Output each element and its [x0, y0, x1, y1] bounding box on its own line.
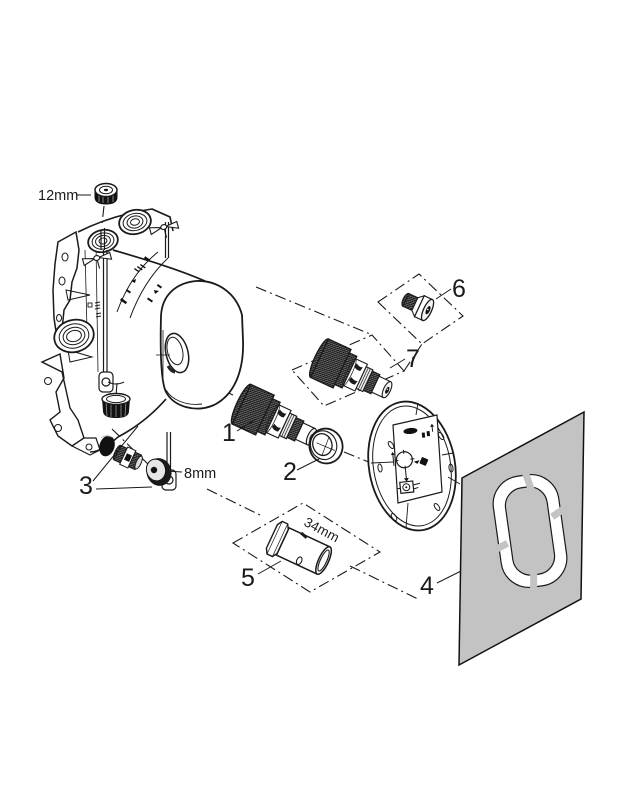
part6-plane	[377, 273, 464, 345]
gusset	[65, 289, 91, 301]
part6-screw	[401, 292, 435, 322]
gusset	[67, 349, 94, 363]
part2-ring	[308, 427, 344, 465]
ring-gaps	[490, 469, 569, 593]
leader-3a	[92, 425, 139, 482]
lower-bracket	[40, 352, 85, 447]
axis-part7	[255, 286, 371, 335]
callout-4-number: 4	[420, 572, 434, 600]
callout-1-number: 1	[222, 419, 236, 447]
part3-disc	[145, 458, 172, 486]
wing-toggle	[148, 220, 180, 238]
band-markings	[119, 256, 163, 305]
plate-face	[392, 414, 443, 504]
axis-part5-right	[349, 565, 421, 601]
mounting-rail-front	[98, 228, 114, 393]
leader-8mm	[165, 470, 183, 473]
part4-seal-sheet	[458, 410, 585, 667]
label-12mm: 12mm	[38, 188, 78, 204]
bracket-hole	[54, 424, 62, 432]
bracket-hole	[44, 377, 52, 385]
cast-mark	[87, 301, 102, 318]
bracket-hole	[58, 276, 66, 286]
bracket-hole	[56, 314, 62, 322]
plate-markings	[390, 423, 435, 494]
leader-7	[389, 358, 406, 369]
cap-12mm	[94, 182, 118, 205]
callout-3-number: 3	[79, 472, 93, 500]
part3-valve	[112, 444, 143, 471]
seal-cutout-ring	[490, 469, 569, 593]
part3-cap	[99, 435, 115, 457]
part7-cartridge	[305, 336, 400, 412]
leader-3b	[95, 486, 153, 490]
part5-plane	[231, 502, 382, 593]
callout-6-number: 6	[452, 275, 466, 303]
callout-7-number: 7	[406, 345, 420, 373]
axis-main-2	[343, 451, 372, 464]
side-port	[53, 318, 95, 354]
part3-screw-set	[92, 425, 172, 490]
part5-sleeve	[265, 520, 333, 576]
callout-2-number: 2	[283, 458, 297, 486]
leader-5	[257, 560, 282, 575]
leader-4	[436, 570, 462, 584]
plate-to-seal-line	[447, 476, 461, 485]
callout-5-number: 5	[241, 564, 255, 592]
cartridge-opening	[156, 330, 190, 378]
shield-front-face	[159, 280, 244, 410]
leader-2	[296, 458, 320, 471]
label-8mm: 8mm	[184, 466, 216, 482]
bracket-hole	[61, 252, 69, 262]
wing-toggle	[81, 251, 113, 269]
plate-screw-slots	[377, 432, 454, 521]
leader-6	[435, 288, 452, 300]
leader-1	[236, 418, 257, 432]
shield-cylinder	[112, 249, 244, 438]
top-port-right	[118, 208, 152, 236]
axis-part5-left	[206, 488, 261, 516]
mounting-bracket	[52, 230, 80, 341]
mounting-plate	[367, 400, 457, 532]
axis-part6	[403, 343, 423, 372]
drain-plug	[101, 392, 131, 418]
